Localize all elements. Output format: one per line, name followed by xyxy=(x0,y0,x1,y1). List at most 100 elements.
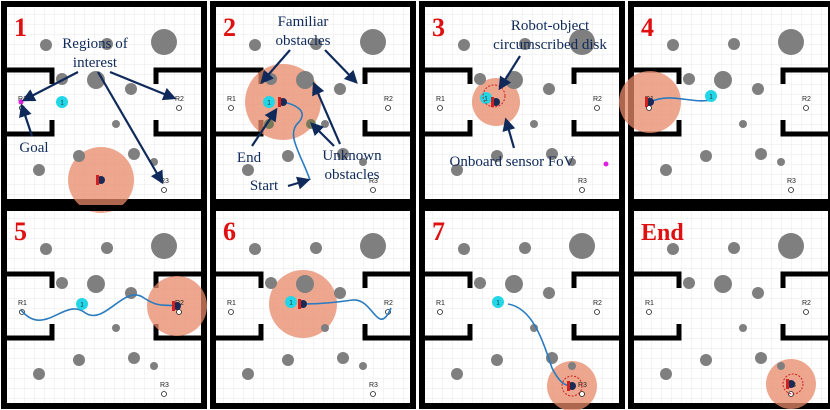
room-label-r3: R3 xyxy=(369,178,378,185)
obstacle xyxy=(530,120,538,128)
obstacle xyxy=(242,164,254,176)
obstacle xyxy=(359,158,367,166)
room-marker-r1 xyxy=(437,309,443,315)
robot-gripper xyxy=(786,379,789,389)
obstacle xyxy=(101,242,113,254)
room-wall-right xyxy=(153,271,204,341)
obstacle xyxy=(150,362,158,370)
panel-label-7: 7 xyxy=(432,217,445,246)
arrow-roi-r2 xyxy=(109,70,177,101)
annotation-goal: Goal xyxy=(19,140,48,156)
room-marker-r3 xyxy=(579,391,585,397)
robot-gripper xyxy=(172,301,175,311)
obstacle xyxy=(778,29,804,55)
robot-path xyxy=(282,101,311,181)
room-label-r3: R3 xyxy=(787,178,796,185)
room-label-r2: R2 xyxy=(593,300,602,307)
obstacle xyxy=(33,164,45,176)
panel-label-2: 2 xyxy=(223,13,236,42)
room-label-r3: R3 xyxy=(578,178,587,185)
room-marker-r3 xyxy=(579,187,585,193)
room-wall-right xyxy=(362,67,413,137)
obstacle xyxy=(310,38,322,50)
arrow-familiar-left xyxy=(260,49,291,84)
obstacle xyxy=(474,277,486,289)
room-label-r1: R1 xyxy=(18,300,27,307)
obstacle xyxy=(151,29,177,55)
obstacle xyxy=(321,324,329,332)
annotation-regions-of-interest-line2: interest xyxy=(73,55,118,71)
obstacle xyxy=(660,368,672,380)
obstacle xyxy=(125,83,137,95)
obstacle xyxy=(739,324,747,332)
arrow-goal xyxy=(19,103,34,137)
arrow-roi-r3 xyxy=(97,71,164,185)
circumscribed-disk xyxy=(561,375,583,397)
waypoint-label: 1 xyxy=(289,301,293,307)
room-marker-r3 xyxy=(788,187,794,193)
robot-path xyxy=(20,294,178,322)
obstacle xyxy=(458,243,470,255)
waypoint xyxy=(56,96,68,108)
arrow-familiar-right xyxy=(324,49,358,84)
obstacle xyxy=(519,38,531,50)
annotation-familiar-obstacles-line2: obstacles xyxy=(276,33,331,49)
annotation-robot-object-line1: Robot-object xyxy=(511,18,590,34)
obstacle xyxy=(360,233,386,259)
goal-marker xyxy=(603,161,609,167)
robot-gripper xyxy=(298,299,301,309)
obstacle xyxy=(73,150,85,162)
waypoint xyxy=(263,96,275,108)
outer-wall xyxy=(419,205,625,409)
panel-label-1: 1 xyxy=(14,13,27,42)
obstacle xyxy=(519,242,531,254)
circumscribed-disk xyxy=(482,84,506,108)
room-marker-r2 xyxy=(594,105,600,111)
room-wall-right xyxy=(780,271,830,341)
obstacle xyxy=(249,243,261,255)
obstacle xyxy=(296,71,314,89)
room-wall-left xyxy=(422,67,473,137)
panel-label-5: 5 xyxy=(14,217,27,246)
outer-wall xyxy=(210,205,416,409)
obstacle xyxy=(543,83,555,95)
room-label-r1: R1 xyxy=(436,96,445,103)
obstacle xyxy=(474,73,486,85)
room-wall-right xyxy=(153,67,204,137)
obstacle xyxy=(700,150,712,162)
obstacle xyxy=(667,39,679,51)
obstacle xyxy=(282,354,294,366)
robot-gripper xyxy=(96,175,99,185)
room-label-r3: R3 xyxy=(160,382,169,389)
annotation-layer: Regions ofinterestGoalFamiliarobstaclesE… xyxy=(19,14,607,194)
annotation-unknown-obstacles-line2: obstacles xyxy=(325,167,380,183)
annotation-unknown-obstacles-line1: Unknown xyxy=(322,148,382,164)
arrow-end xyxy=(251,107,278,147)
obstacle xyxy=(151,233,177,259)
room-marker-r3 xyxy=(161,391,167,397)
waypoint-label: 1 xyxy=(496,301,500,307)
obstacle xyxy=(683,277,695,289)
waypoint-label: 1 xyxy=(267,101,271,107)
room-wall-left xyxy=(4,67,55,137)
room-marker-r1 xyxy=(228,309,234,315)
obstacle xyxy=(33,368,45,380)
arrow-robot-object xyxy=(498,55,521,91)
obstacle xyxy=(777,158,785,166)
obstacle xyxy=(265,277,277,289)
room-wall-left xyxy=(213,271,264,341)
robot-gripper xyxy=(645,97,648,107)
obstacle xyxy=(360,29,386,55)
annotation-familiar-obstacles-line1: Familiar xyxy=(278,14,329,30)
obstacle xyxy=(569,233,595,259)
room-label-r2: R2 xyxy=(175,96,184,103)
room-marker-r2 xyxy=(176,309,182,315)
robot-gripper xyxy=(567,381,570,391)
obstacle xyxy=(728,242,740,254)
obstacle xyxy=(728,38,740,50)
room-wall-right xyxy=(571,271,622,341)
room-label-r3: R3 xyxy=(369,382,378,389)
obstacle xyxy=(739,120,747,128)
